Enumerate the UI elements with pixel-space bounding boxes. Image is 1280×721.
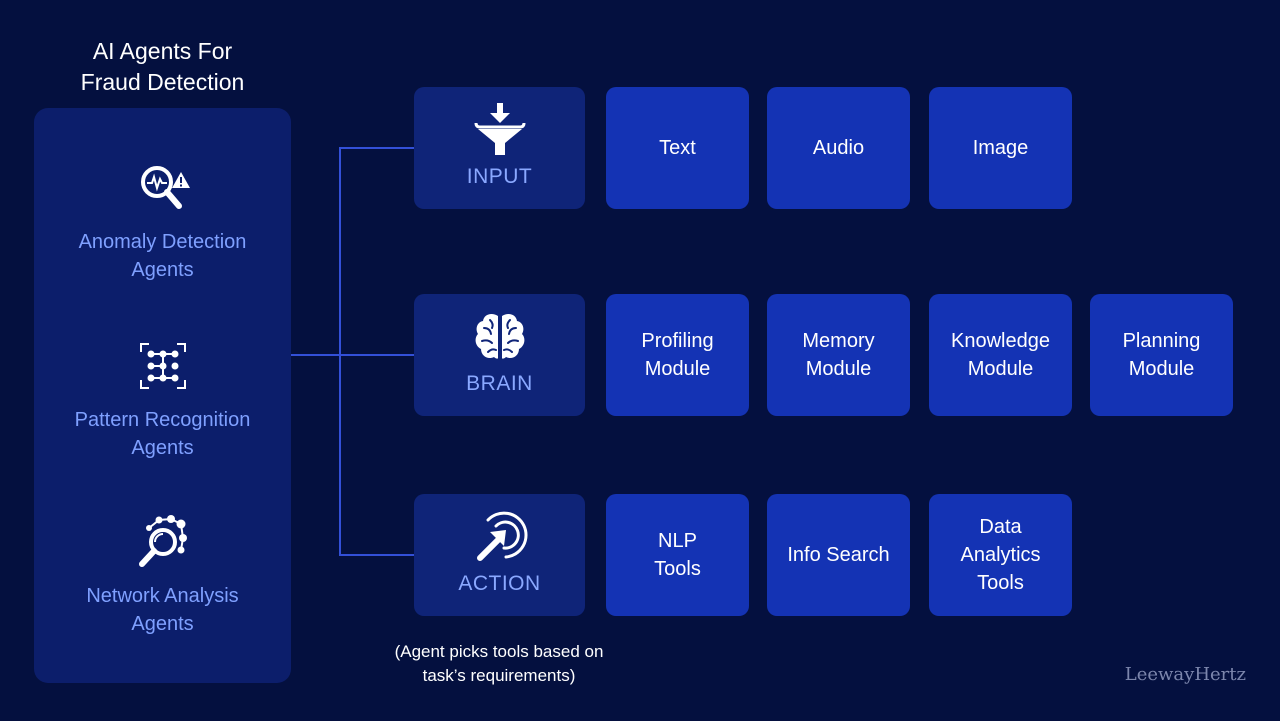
brain-icon [475, 313, 524, 359]
title-line-2: Fraud Detection [80, 69, 245, 95]
category-brain: BRAIN [414, 294, 585, 416]
watermark: LeewayHertz [1124, 664, 1246, 685]
module-nlp-tools: NLP Tools [606, 494, 749, 616]
agent-pattern-recognition: Pattern Recognition Agents [34, 338, 291, 462]
category-label: BRAIN [466, 372, 533, 395]
agent-anomaly-detection: Anomaly Detection Agents [34, 160, 291, 284]
module-image: Image [929, 87, 1072, 209]
connector-trunk [339, 147, 341, 556]
agent-network-analysis: Network Analysis Agents [34, 514, 291, 638]
module-planning: Planning Module [1090, 294, 1233, 416]
category-label: ACTION [458, 572, 541, 595]
funnel-icon [474, 103, 525, 155]
module-knowledge: Knowledge Module [929, 294, 1072, 416]
cursor-target-icon [476, 511, 527, 561]
agent-label: Pattern Recognition Agents [74, 409, 251, 459]
title-line-1: AI Agents For [92, 38, 233, 64]
action-note: (Agent picks tools based on task’s requi… [394, 642, 604, 685]
category-action: ACTION [414, 494, 585, 616]
pattern-grid-icon [139, 343, 186, 389]
module-profiling: Profiling Module [606, 294, 749, 416]
network-search-icon [138, 515, 187, 567]
agents-panel: Anomaly Detection Agents Pattern R [34, 108, 291, 683]
connector-brain [339, 354, 414, 356]
connector-panel [291, 354, 340, 356]
anomaly-search-icon [140, 166, 190, 209]
module-data-analytics-tools: Data Analytics Tools [929, 494, 1072, 616]
module-audio: Audio [767, 87, 910, 209]
module-text: Text [606, 87, 749, 209]
category-input: INPUT [414, 87, 585, 209]
module-info-search: Info Search [767, 494, 910, 616]
diagram-title: AI Agents For Fraud Detection [40, 36, 285, 98]
connector-action [339, 554, 414, 556]
category-label: INPUT [466, 165, 533, 188]
module-memory: Memory Module [767, 294, 910, 416]
agent-label: Anomaly Detection Agents [78, 231, 247, 281]
connector-input [339, 147, 414, 149]
agent-label: Network Analysis Agents [86, 585, 239, 635]
